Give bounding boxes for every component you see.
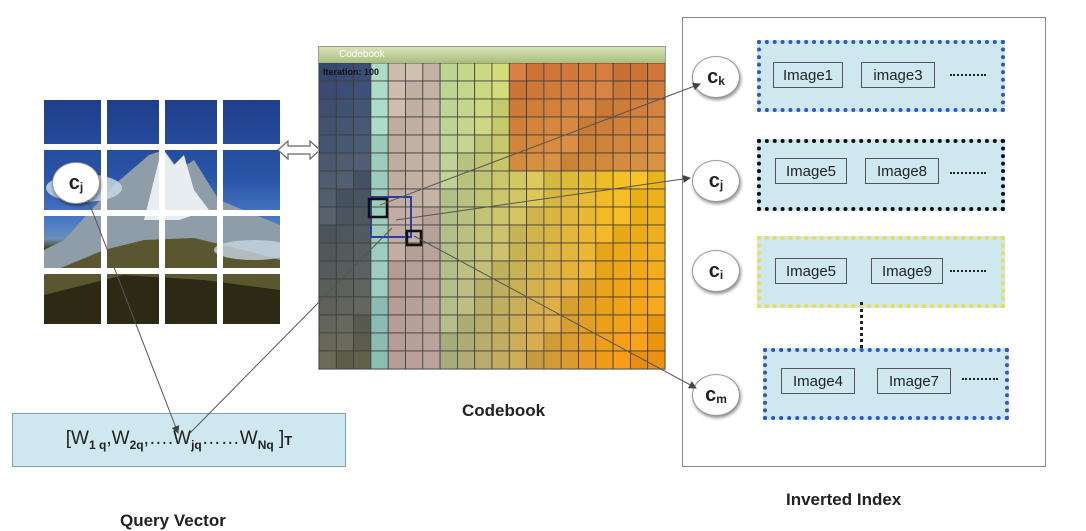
codebook-window: Codebook Iteration: 100 — [318, 46, 666, 370]
arrow-to-ck — [379, 82, 701, 206]
arrow-vector-to-codebook — [189, 227, 393, 434]
image-label: Image8 — [865, 158, 939, 184]
query-vector-box: [W1 q, W2q,…. Wjq…… WNq ] T — [12, 413, 346, 467]
ellipsis-dots — [962, 378, 998, 380]
node-base: c — [68, 171, 80, 194]
vec-part-1: W2q,…. — [111, 428, 174, 452]
selected-neuron-box — [405, 229, 423, 247]
image-label: Image4 — [781, 368, 855, 394]
iteration-label: Iteration: 100 — [323, 67, 380, 77]
image-label: Image5 — [775, 258, 847, 284]
query-image — [44, 100, 280, 324]
codebook-caption: Codebook — [462, 401, 546, 420]
image-label: Image9 — [871, 258, 943, 284]
vec-part-3: WNq ] — [239, 428, 285, 452]
ellipsis-dots — [950, 270, 986, 272]
ellipsis-dots — [950, 74, 986, 76]
arrow-to-cj — [395, 175, 691, 221]
codebook-window-title: Codebook — [339, 49, 385, 60]
image-label: Image1 — [773, 62, 843, 88]
codebook-title-bar: Codebook — [319, 47, 665, 63]
inverted-index-caption: Inverted Index — [786, 490, 902, 509]
vec-part-0: [W1 q, — [65, 428, 112, 452]
arrow-to-cm — [413, 235, 697, 389]
node-sub: j — [79, 180, 84, 194]
arrow-cj-to-vector — [87, 199, 180, 434]
selected-neuron-box — [367, 197, 389, 219]
ellipsis-dots — [950, 172, 986, 174]
query-vector-caption: Query Vector — [120, 511, 226, 530]
image-label: image3 — [861, 62, 935, 88]
image-label: Image7 — [877, 368, 951, 394]
image-label: Image5 — [775, 158, 847, 184]
dotted-connector — [860, 302, 863, 348]
codebook-grid — [319, 63, 665, 369]
transpose-sup: T — [284, 432, 293, 448]
